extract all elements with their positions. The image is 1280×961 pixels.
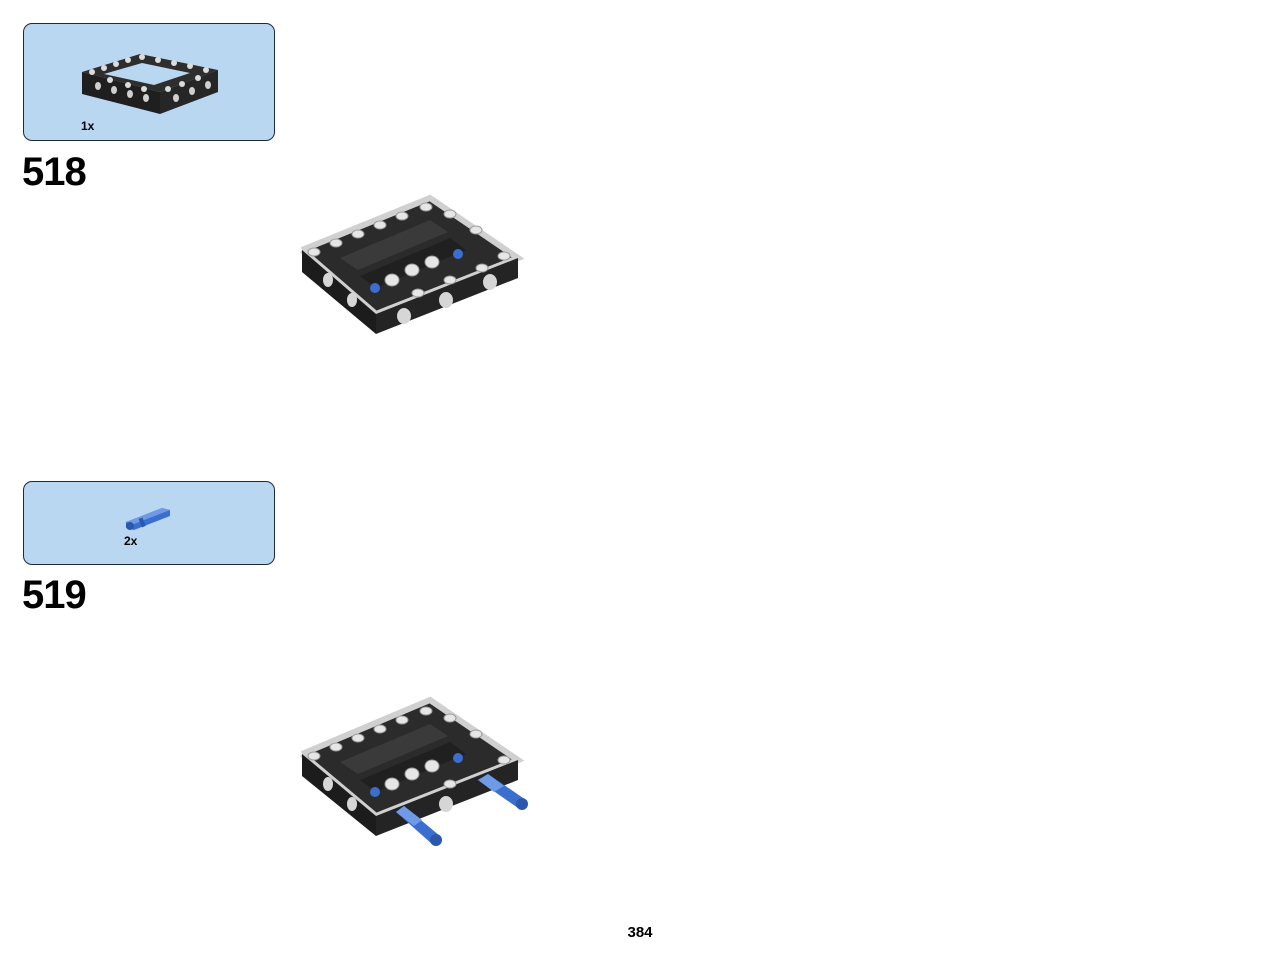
frame-5x7-icon bbox=[82, 54, 218, 114]
step-number: 519 bbox=[22, 573, 87, 617]
part-quantity: 2x bbox=[124, 534, 138, 548]
step-number: 518 bbox=[22, 150, 87, 194]
axle-pin-icon bbox=[126, 508, 170, 530]
page-number: 384 bbox=[627, 924, 653, 941]
frame-with-pins-icon bbox=[300, 696, 528, 846]
frame-assembly-icon bbox=[300, 194, 525, 334]
parts-list-step-518: 1x bbox=[23, 23, 275, 141]
part-quantity: 1x bbox=[81, 119, 95, 133]
parts-list-step-519: 2x bbox=[23, 481, 275, 565]
